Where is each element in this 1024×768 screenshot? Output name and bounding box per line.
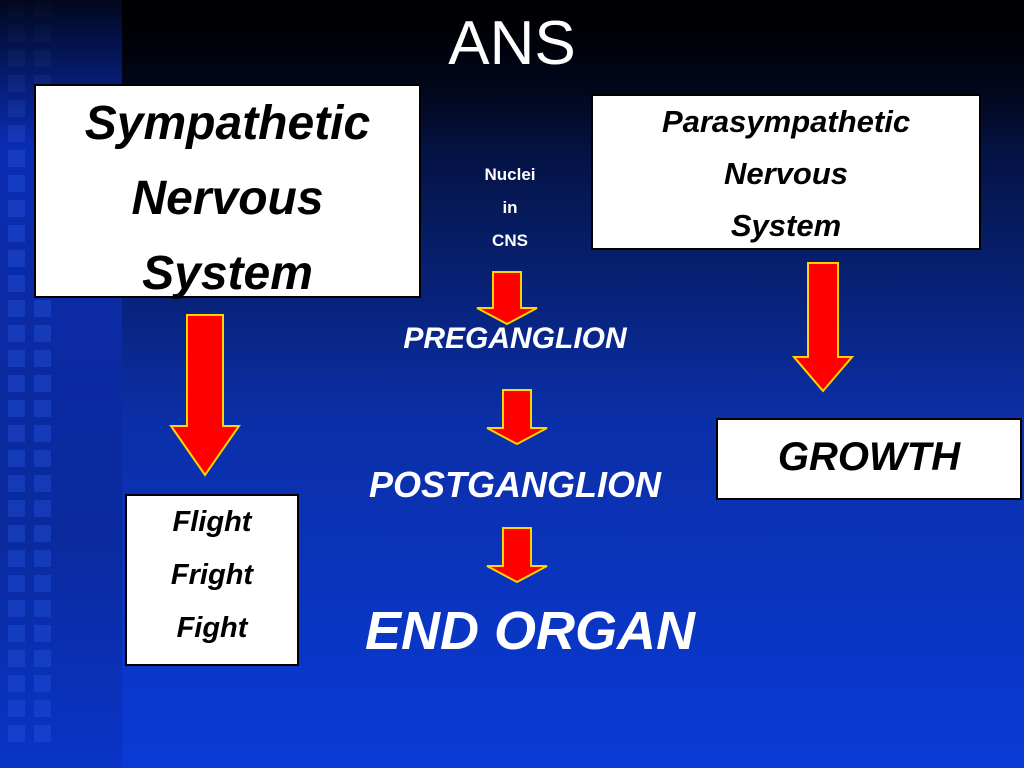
flight-fright-fight-box: Flight Fright Fight (125, 494, 299, 666)
decorative-tiles-left (8, 0, 25, 768)
postganglion-to-end-organ-arrow (486, 527, 548, 584)
nuclei-line-2: in (502, 198, 518, 217)
parasympathetic-line-3: System (730, 208, 842, 243)
slide-title: ANS (448, 9, 576, 78)
parasympathetic-line-1: Parasympathetic (661, 104, 911, 139)
parasympathetic-line-2: Nervous (723, 156, 849, 191)
postganglion-label: POSTGANGLION (368, 464, 661, 505)
parasympathetic-down-arrow (792, 262, 854, 393)
outcome-line-1: Flight (172, 506, 252, 538)
sympathetic-line-1: Sympathetic (84, 97, 371, 150)
preganglion-to-postganglion-arrow (486, 389, 548, 446)
end-organ-label: END ORGAN (364, 601, 695, 661)
nuclei-line-1: Nuclei (484, 165, 536, 184)
preganglion-label: PREGANGLION (403, 322, 627, 355)
sympathetic-nervous-system-box: Sympathetic Nervous System (34, 84, 421, 300)
nuclei-to-preganglion-arrow (476, 271, 538, 326)
nuclei-in-cns-label: Nuclei in CNS (460, 158, 560, 257)
growth-box: GROWTH (716, 418, 1022, 500)
sympathetic-line-2: Nervous (131, 172, 324, 225)
growth-label: GROWTH (777, 435, 961, 479)
outcome-line-2: Fright (170, 559, 254, 591)
sympathetic-down-arrow (169, 314, 241, 477)
parasympathetic-nervous-system-box: Parasympathetic Nervous System (591, 94, 981, 250)
outcome-line-3: Fight (176, 612, 248, 644)
sympathetic-line-3: System (142, 247, 313, 300)
nuclei-line-3: CNS (492, 231, 528, 250)
